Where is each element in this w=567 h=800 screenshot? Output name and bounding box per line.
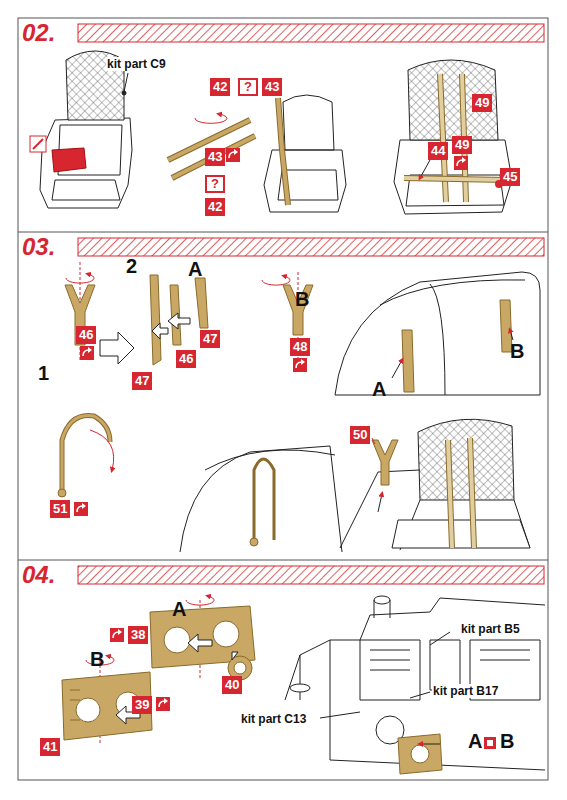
callout-number: 47 — [132, 372, 152, 390]
callout-number: 42 — [210, 78, 230, 96]
section-number: 03. — [22, 234, 55, 260]
callout-number: 42 — [205, 198, 225, 216]
callout-number: 39 — [132, 696, 152, 714]
callout-number: 43 — [262, 78, 282, 96]
callout-number: 46 — [176, 350, 196, 368]
section-panel: 03. — [18, 232, 548, 560]
variant-letter: B — [500, 730, 514, 752]
step-number: 1 — [38, 362, 49, 384]
section-panel: 02. — [18, 18, 548, 232]
callout-number: 43 — [205, 148, 225, 166]
variant-letter: A — [468, 730, 482, 752]
callout-number: 51 — [50, 500, 70, 518]
query-callout: ? — [205, 175, 225, 193]
callout-number: 49 — [472, 94, 492, 112]
step-number: 2 — [126, 255, 137, 277]
callout-number: 40 — [222, 676, 242, 694]
query-callout: ? — [238, 78, 258, 96]
part-label: kit part B17 — [432, 684, 499, 698]
variant-letter: B — [295, 288, 309, 310]
part-label: kit part C13 — [240, 712, 307, 726]
section-number: 02. — [22, 20, 55, 46]
callout-number: 38 — [128, 626, 148, 644]
callout-number: 50 — [350, 426, 370, 444]
callout-number: 49 — [452, 136, 472, 154]
callout-number: 44 — [428, 142, 448, 160]
callout-number: 47 — [200, 330, 220, 348]
callout-number: 41 — [40, 738, 60, 756]
section-number: 04. — [22, 562, 55, 588]
variant-letter: A — [372, 378, 386, 400]
part-label: kit part C9 — [106, 57, 167, 71]
callout-number: 45 — [500, 168, 520, 186]
variant-letter: A — [172, 598, 186, 620]
variant-letter: B — [510, 340, 524, 362]
variant-letter: A — [188, 258, 202, 280]
callout-number: 48 — [290, 338, 310, 356]
variant-letter: B — [90, 648, 104, 670]
callout-number: 46 — [76, 326, 96, 344]
part-label: kit part B5 — [460, 622, 521, 636]
